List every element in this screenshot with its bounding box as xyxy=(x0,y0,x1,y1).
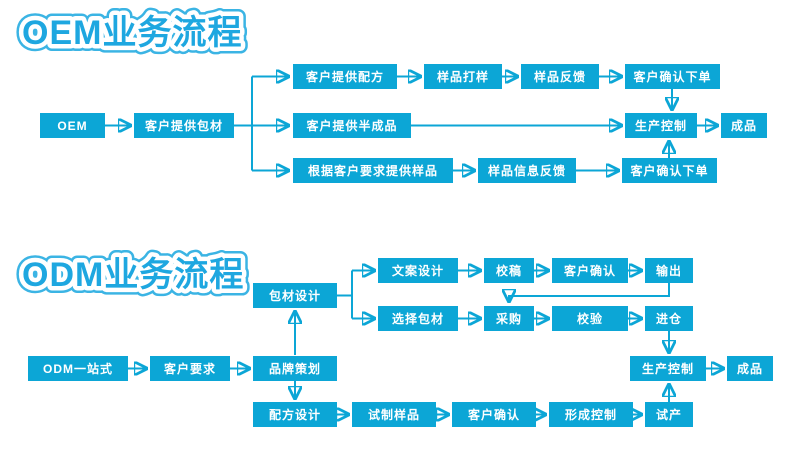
flow-node-customer-confirm-copy: 客户确认 xyxy=(552,258,628,283)
oem-title-outline: OEM业务流程 xyxy=(22,14,242,52)
flow-node-customer-provides-semifinished: 客户提供半成品 xyxy=(293,113,411,138)
flow-node-proofreading: 校稿 xyxy=(484,258,534,283)
flow-node-finished-product-odm: 成品 xyxy=(727,356,773,381)
oem-title-stroke: OEM业务流程 xyxy=(22,14,242,52)
flow-node-formula-design: 配方设计 xyxy=(253,402,337,427)
odm-section-title: ODM业务流程 ODM业务流程 ODM业务流程 xyxy=(15,249,250,301)
flow-node-sample-info-feedback: 样品信息反馈 xyxy=(478,158,576,183)
odm-title-text: ODM业务流程 xyxy=(22,256,244,294)
flow-node-inspection: 校验 xyxy=(552,306,628,331)
odm-title-outline: ODM业务流程 xyxy=(22,256,244,294)
flow-node-trial-production: 试产 xyxy=(645,402,693,427)
elbow-output-to-purchasing xyxy=(509,283,670,300)
flow-node-sample-making: 样品打样 xyxy=(424,64,502,89)
odm-title-stroke: ODM业务流程 xyxy=(22,256,244,294)
flow-node-purchasing: 采购 xyxy=(484,306,534,331)
oem-title-text: OEM业务流程 xyxy=(22,14,242,52)
flow-node-trial-sample: 试制样品 xyxy=(352,402,436,427)
flow-node-customer-provides-formula: 客户提供配方 xyxy=(293,64,397,89)
flow-node-customer-confirms-order-top: 客户确认下单 xyxy=(625,64,720,89)
flow-node-warehousing: 进仓 xyxy=(645,306,693,331)
flow-node-packaging-design: 包材设计 xyxy=(253,283,337,308)
flow-node-select-packaging: 选择包材 xyxy=(378,306,458,331)
flow-node-customer-confirms-order-bottom: 客户确认下单 xyxy=(622,158,717,183)
flow-node-copy-design: 文案设计 xyxy=(378,258,458,283)
flow-node-sample-per-customer-request: 根据客户要求提供样品 xyxy=(293,158,453,183)
flow-node-brand-planning: 品牌策划 xyxy=(253,356,337,381)
flow-node-finished-product: 成品 xyxy=(721,113,767,138)
oem-section-title: OEM业务流程 OEM业务流程 OEM业务流程 xyxy=(15,7,248,59)
flow-node-customer-requirements: 客户要求 xyxy=(150,356,230,381)
flow-node-forming-control: 形成控制 xyxy=(549,402,633,427)
flow-node-sample-feedback: 样品反馈 xyxy=(521,64,599,89)
flow-node-output: 输出 xyxy=(645,258,693,283)
flow-node-customer-provides-packaging: 客户提供包材 xyxy=(134,113,234,138)
flow-node-customer-confirm-sample: 客户确认 xyxy=(452,402,536,427)
flow-node-odm-onestop: ODM一站式 xyxy=(28,356,128,381)
flow-node-production-control: 生产控制 xyxy=(625,113,697,138)
flow-node-oem: OEM xyxy=(40,113,105,138)
flow-node-production-control-odm: 生产控制 xyxy=(630,356,706,381)
